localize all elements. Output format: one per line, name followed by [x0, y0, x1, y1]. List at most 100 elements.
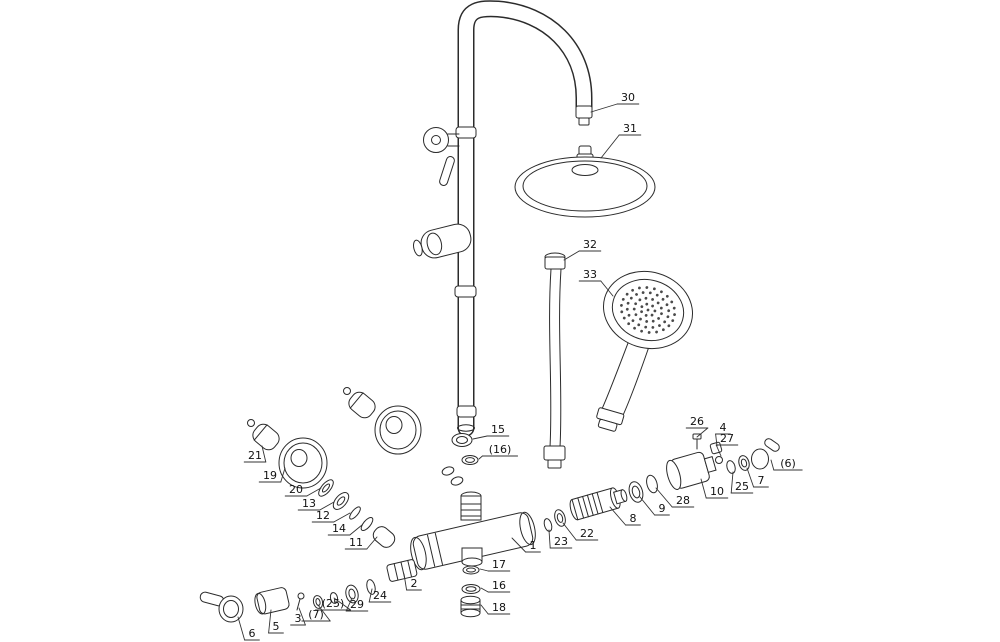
hand-shower-handle [601, 341, 650, 416]
svg-text:27: 27 [720, 432, 734, 445]
ring-25 [726, 460, 736, 474]
part-label-24: 24 [368, 588, 392, 603]
part-label-27: 27 [715, 432, 739, 457]
svg-text:20: 20 [289, 483, 303, 496]
part-label-5: 5 [268, 609, 284, 634]
svg-text:32: 32 [583, 238, 597, 251]
diverter-valve [423, 127, 460, 186]
svg-text:29: 29 [350, 598, 364, 611]
arm-nozzle [575, 105, 593, 119]
part-label-2: 2 [403, 573, 422, 591]
thermostatic-cartridge-8 [569, 487, 628, 521]
part-label-9: 9 [639, 496, 670, 516]
part-label-13: 13 [297, 497, 335, 511]
head-hub [571, 164, 599, 176]
svg-text:15: 15 [491, 423, 505, 436]
svg-text:6: 6 [249, 627, 256, 640]
svg-text:21: 21 [248, 449, 262, 462]
part-label-32: 32 [563, 238, 602, 261]
screw-27 [715, 456, 723, 464]
washer-14 [360, 516, 374, 532]
svg-text:9: 9 [659, 502, 666, 515]
right-cartridge-parts [543, 433, 780, 532]
outlet-seals [441, 466, 464, 486]
part-label-7: (7) [301, 604, 331, 622]
left-inlet-parts [247, 387, 422, 548]
part-label-6: 6 [237, 616, 260, 641]
svg-text:22: 22 [580, 527, 594, 540]
svg-text:(6): (6) [780, 457, 796, 470]
handle-inlet [597, 418, 618, 432]
screw-26 [692, 433, 702, 450]
part-label-14: 14 [327, 522, 363, 536]
nut-13 [332, 492, 350, 510]
pipe-union-nut [451, 433, 473, 447]
handle-6-right [751, 438, 780, 470]
spindle-2 [386, 559, 418, 582]
part-label-4: 4 [715, 421, 731, 447]
part-label-31: 31 [600, 122, 642, 159]
hose-top-fitting [544, 256, 566, 270]
part-label-16: (16) [478, 443, 519, 460]
svg-text:(16): (16) [489, 443, 512, 456]
svg-text:3: 3 [295, 612, 302, 625]
seal-23 [543, 518, 553, 532]
valve-top-port [460, 495, 482, 521]
part-label-18: 18 [480, 601, 511, 615]
diverter-lever [439, 156, 455, 186]
wall-connector-upper [343, 387, 376, 419]
head-inner-rim [522, 160, 648, 212]
svg-text:8: 8 [630, 512, 637, 525]
svg-text:2: 2 [411, 577, 418, 590]
wall-connector-21 [247, 419, 280, 451]
valve-bottom-port-rim [461, 557, 483, 567]
part-label-28: 28 [655, 487, 695, 508]
svg-text:12: 12 [316, 509, 330, 522]
temperature-handle-parts [199, 559, 418, 623]
spray-face-rim [611, 279, 685, 341]
part-label-3: 3 [290, 607, 306, 626]
pipe-union-washer [461, 455, 479, 465]
svg-text:(25): (25) [322, 597, 345, 610]
clip-28 [646, 474, 658, 494]
part-labels: 3031323315(16)117161822429(25)(7)3561114… [237, 91, 803, 641]
escutcheon-19 [278, 437, 328, 489]
escutcheon-upper [374, 405, 422, 455]
svg-text:23: 23 [554, 535, 568, 548]
svg-text:18: 18 [492, 601, 506, 614]
washer-20 [318, 479, 334, 497]
part-label-16: 16 [480, 579, 511, 593]
clip-12 [349, 506, 361, 520]
part-label-29: 29 [345, 597, 369, 612]
bottom-outlet-washers [461, 565, 481, 594]
part-label-22: 22 [562, 522, 599, 541]
svg-text:10: 10 [710, 485, 724, 498]
slider-knob [413, 239, 423, 257]
svg-text:13: 13 [302, 497, 316, 510]
svg-text:1: 1 [530, 539, 537, 552]
part-label-23: 23 [548, 529, 573, 549]
part-label-20: 20 [284, 483, 322, 497]
svg-text:28: 28 [676, 494, 690, 507]
part-label-17: 17 [479, 558, 511, 572]
diverter-ring-hole [431, 135, 441, 145]
ring-29 [345, 584, 359, 604]
svg-text:14: 14 [332, 522, 346, 535]
cap-7 [738, 455, 750, 471]
pipe-bottom-fitting [456, 405, 477, 418]
riser-pipe-and-shower-arm [454, 0, 593, 437]
rain-shower-head [514, 145, 656, 218]
bottom-outlet-adapter [460, 595, 481, 618]
svg-text:(7): (7) [308, 608, 324, 621]
svg-text:5: 5 [273, 620, 280, 633]
valve-body [410, 491, 536, 571]
svg-text:30: 30 [621, 91, 635, 104]
slider-bracket [413, 223, 472, 259]
part-label-8: 8 [609, 506, 641, 526]
svg-text:24: 24 [373, 589, 387, 602]
part-label-30: 30 [590, 91, 640, 113]
svg-text:11: 11 [349, 536, 363, 549]
part-label-10: 10 [700, 478, 729, 499]
spray-face-dots [620, 286, 676, 334]
